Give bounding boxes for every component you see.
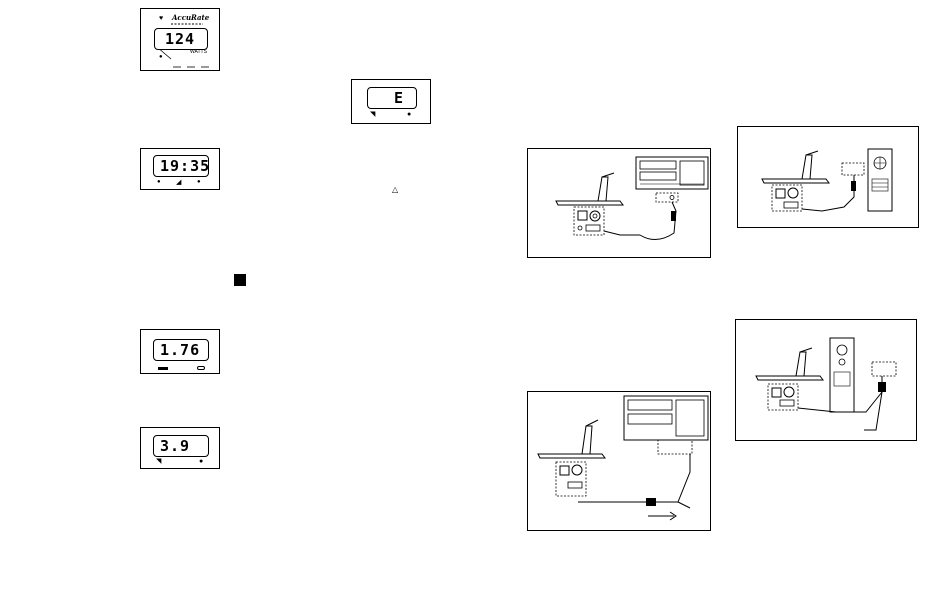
speed-display-panel: 3.9 ◥ ● [140, 427, 220, 469]
distance-display-panel: 1.76 [140, 329, 220, 374]
error-value: E [394, 91, 404, 106]
distance-left-indicator [158, 367, 168, 370]
incline-icon: ◥ [370, 111, 375, 118]
time-right-indicator-icon: ● [197, 179, 201, 185]
time-left-indicator-icon: ● [157, 179, 161, 185]
time-lcd-screen: 19:35 [153, 155, 209, 177]
stereo-connection-diagram [527, 148, 711, 258]
solid-square-icon [234, 274, 246, 286]
computer-adapter-connection-illustration [736, 320, 918, 442]
stereo-connection-illustration [528, 149, 712, 259]
watts-value: 124 [165, 32, 195, 47]
time-value: 19:35 [160, 159, 210, 174]
computer-adapter-connection-diagram [735, 319, 917, 441]
computer-connection-diagram [737, 126, 919, 228]
flame-icon: ● [159, 54, 163, 60]
computer-connection-illustration [738, 127, 920, 229]
calorie-icon: ● [407, 111, 411, 118]
watts-lcd-screen: 124 [154, 28, 208, 50]
speed-lcd-screen: 3.9 [153, 435, 209, 457]
watts-display-panel: ♥ AccuRate 124 WATTS ● [140, 8, 220, 71]
incline-icon: ◥ [156, 458, 161, 465]
triangle-mark: △ [392, 186, 398, 194]
distance-right-indicator [197, 366, 205, 370]
calorie-icon: ● [199, 458, 203, 465]
time-center-indicator-icon: ◢ [176, 179, 181, 186]
error-display-panel: E ◥ ● [351, 79, 431, 124]
stereo-adapter-connection-diagram [527, 391, 711, 531]
watts-unit-label: WATTS [190, 50, 207, 55]
speed-value: 3.9 [160, 439, 190, 454]
error-lcd-screen: E [367, 87, 417, 109]
time-display-panel: 19:35 ● ◢ ● [140, 148, 220, 190]
stereo-adapter-connection-illustration [528, 392, 712, 532]
distance-value: 1.76 [160, 343, 200, 358]
distance-lcd-screen: 1.76 [153, 339, 209, 361]
